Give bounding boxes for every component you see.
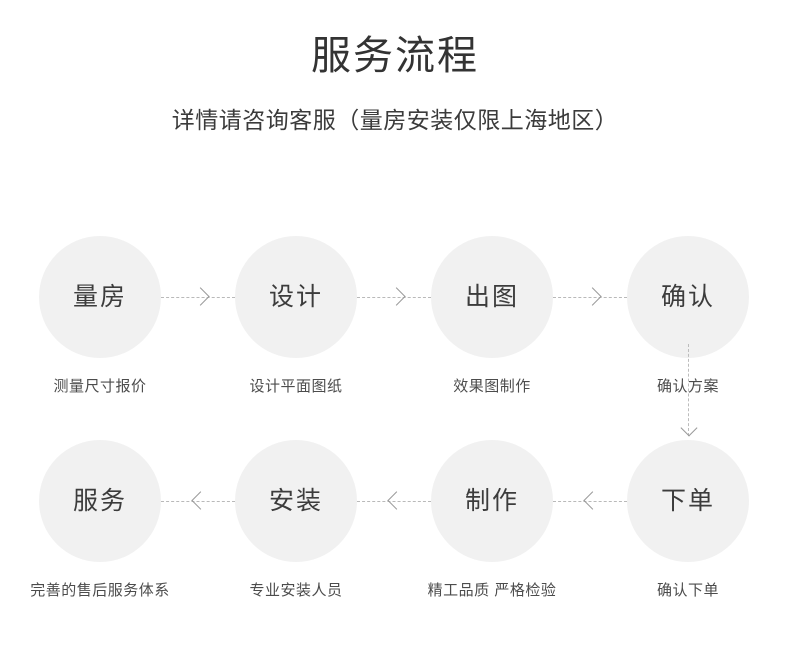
node-circle: 安装	[235, 440, 357, 562]
flow-node-xiadan[interactable]: 下单 确认下单	[627, 440, 749, 599]
node-caption: 完善的售后服务体系	[30, 582, 170, 599]
connector-5-6	[161, 490, 235, 512]
node-label: 制作	[464, 487, 519, 515]
connector-6-7	[357, 490, 431, 512]
flow-node-zhizuo[interactable]: 制作 精工品质 严格检验	[428, 440, 556, 599]
node-caption: 效果图制作	[453, 378, 531, 395]
node-circle: 制作	[431, 440, 553, 562]
node-caption: 确认方案	[656, 378, 720, 395]
flow-node-sheji[interactable]: 设计 设计平面图纸	[235, 236, 357, 395]
flow-node-anzhuang[interactable]: 安装 专业安装人员	[235, 440, 357, 599]
node-caption: 专业安装人员	[249, 582, 343, 599]
node-label: 确认	[660, 283, 715, 311]
node-caption: 设计平面图纸	[249, 378, 343, 395]
connector-1-2	[161, 286, 235, 308]
connector-2-3	[357, 286, 431, 308]
node-caption: 确认下单	[656, 582, 720, 599]
chevron-left-icon	[192, 491, 205, 511]
chevron-right-icon	[192, 287, 205, 307]
node-circle: 设计	[235, 236, 357, 358]
node-circle: 服务	[39, 440, 161, 562]
node-label: 量房	[72, 283, 127, 311]
flow-row-2: 服务 完善的售后服务体系 安装 专业安装人员 制作 精工品质 严格检验	[0, 416, 790, 616]
node-circle: 下单	[627, 440, 749, 562]
node-circle: 量房	[39, 236, 161, 358]
flow-row-1: 量房 测量尺寸报价 设计 设计平面图纸 出图 效果图制作	[0, 212, 790, 412]
chevron-right-icon	[388, 287, 401, 307]
node-label: 安装	[268, 487, 323, 515]
node-label: 设计	[268, 283, 323, 311]
node-label: 出图	[464, 283, 519, 311]
flow-node-chutu[interactable]: 出图 效果图制作	[431, 236, 553, 395]
connector-row1-row2	[681, 344, 697, 454]
page-title: 服务流程	[311, 34, 479, 78]
chevron-right-icon	[584, 287, 597, 307]
connector-7-8	[553, 490, 627, 512]
flow-node-queren[interactable]: 确认 确认方案	[627, 236, 749, 395]
node-caption: 测量尺寸报价	[53, 378, 147, 395]
node-label: 服务	[72, 487, 127, 515]
node-label: 下单	[660, 487, 715, 515]
node-circle: 出图	[431, 236, 553, 358]
chevron-left-icon	[388, 491, 401, 511]
node-circle: 确认	[627, 236, 749, 358]
page-subtitle: 详情请咨询客服（量房安装仅限上海地区）	[171, 107, 619, 133]
chevron-left-icon	[584, 491, 597, 511]
connector-3-4	[553, 286, 627, 308]
page-header: 服务流程 详情请咨询客服（量房安装仅限上海地区）	[0, 0, 790, 136]
flow-node-fuwu[interactable]: 服务 完善的售后服务体系	[30, 440, 169, 599]
node-caption: 精工品质 严格检验	[427, 582, 557, 599]
flow-node-liangfang[interactable]: 量房 测量尺寸报价	[39, 236, 161, 395]
dashed-line-vertical	[688, 344, 689, 436]
